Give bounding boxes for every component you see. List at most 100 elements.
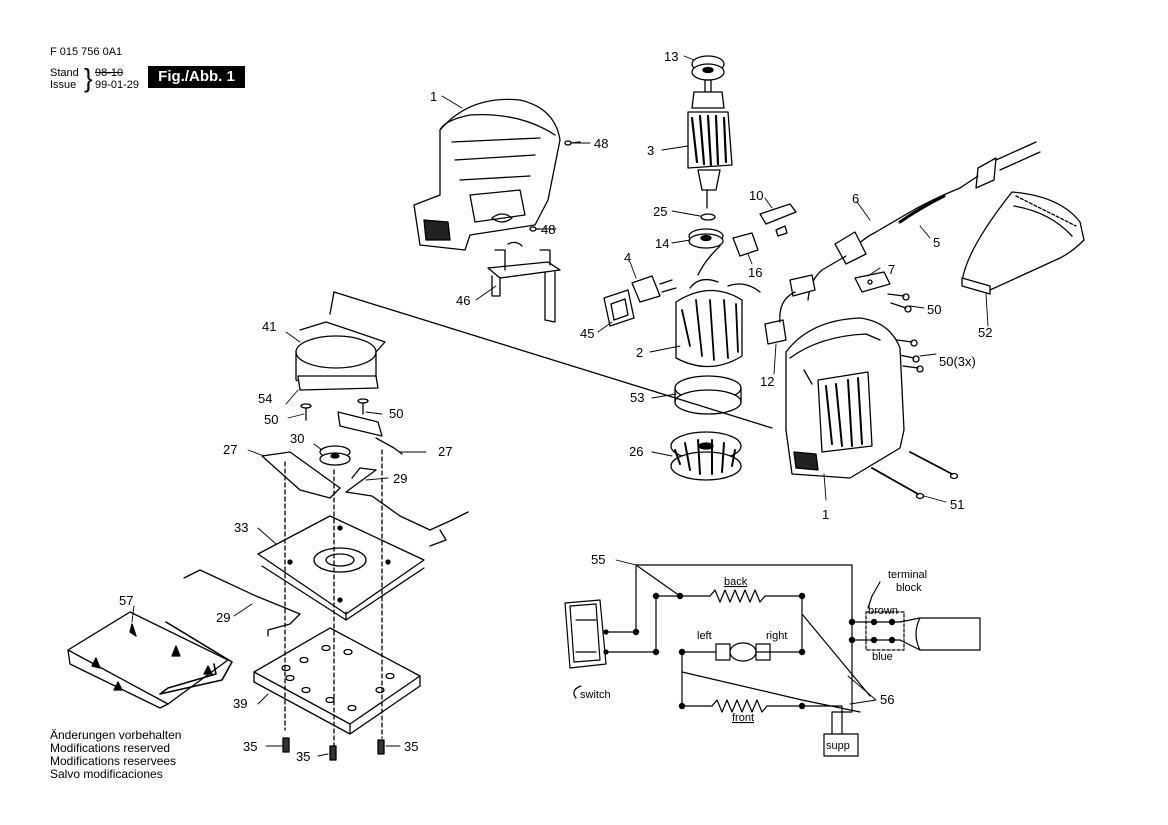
baffle-53 <box>674 375 742 415</box>
label-48b: 48 <box>541 222 555 237</box>
wire-label-supp: supp <box>826 740 850 752</box>
label-1: 1 <box>430 89 437 104</box>
label-50a: 50 <box>927 302 941 317</box>
screw-48-top <box>564 140 581 146</box>
wire-label-switch: switch <box>580 689 611 701</box>
label-50d: 50(3x) <box>939 354 976 369</box>
label-35a: 35 <box>243 739 257 754</box>
bearing-14 <box>688 228 724 249</box>
label-1b: 1 <box>822 507 829 522</box>
label-50b: 50 <box>264 412 278 427</box>
issue-label: Issue <box>50 79 77 91</box>
wiring-labels: back left right front switch terminal bl… <box>580 569 927 752</box>
brace-icon: } <box>84 63 93 93</box>
label-10: 10 <box>749 188 763 203</box>
long-screws-51 <box>871 451 959 500</box>
spring-clip-29-lower <box>183 569 301 637</box>
figure-badge: Fig./Abb. 1 <box>148 66 245 88</box>
label-41: 41 <box>262 319 276 334</box>
dust-bag-52 <box>961 191 1085 295</box>
separator-line <box>333 291 773 429</box>
label-45: 45 <box>580 326 594 341</box>
label-52: 52 <box>978 325 992 340</box>
label-26: 26 <box>629 444 643 459</box>
label-16: 16 <box>748 265 762 280</box>
label-27a: 27 <box>223 442 237 457</box>
stand-value: 98-10 <box>95 67 124 79</box>
label-35c: 35 <box>404 739 418 754</box>
screw-48-bottom <box>529 226 541 232</box>
label-7: 7 <box>888 262 895 277</box>
wire-label-terminal: terminal <box>888 569 927 581</box>
note-de: Änderungen vorbehalten <box>50 728 182 742</box>
label-29b: 29 <box>216 610 230 625</box>
label-4: 4 <box>624 250 631 265</box>
sanding-pad-39 <box>253 627 421 735</box>
label-39: 39 <box>233 696 247 711</box>
label-12: 12 <box>760 374 774 389</box>
cord-clamp-7 <box>854 271 891 293</box>
screws-35 <box>282 737 385 761</box>
wire-label-front: front <box>732 712 754 724</box>
label-33: 33 <box>234 520 248 535</box>
counterweight-54 <box>297 375 379 391</box>
doc-number: F 015 756 0A1 <box>50 46 123 58</box>
washer-25 <box>700 213 716 221</box>
label-13: 13 <box>664 49 678 64</box>
wire-label-right: right <box>766 630 787 642</box>
note-en: Modifications reserved <box>50 741 171 755</box>
switch-cover-45 <box>603 289 635 327</box>
separator-tick <box>329 291 335 315</box>
terminal-block-12 <box>764 274 816 345</box>
part-labels: 1 13 3 48 48 46 10 25 14 4 16 45 2 53 26… <box>119 49 992 764</box>
bracket-part <box>487 241 561 323</box>
note-fr: Modifications reservees <box>50 754 177 768</box>
wire-label-back: back <box>724 576 748 588</box>
label-30: 30 <box>290 431 304 446</box>
dashed-assembly-lines <box>284 449 383 747</box>
stand-label: Stand <box>50 67 79 79</box>
label-57: 57 <box>119 593 133 608</box>
label-53: 53 <box>630 390 644 405</box>
brush-holder-16 <box>697 232 759 276</box>
label-56: 56 <box>880 692 894 707</box>
wire-label-brown: brown <box>868 605 898 617</box>
label-35b: 35 <box>296 749 310 764</box>
label-50c: 50 <box>389 406 403 421</box>
brush-10 <box>759 203 797 237</box>
base-plate-33 <box>257 515 425 621</box>
label-2: 2 <box>636 345 643 360</box>
spring-clip-29-upper <box>345 467 469 547</box>
label-5: 5 <box>933 235 940 250</box>
screws-50-right <box>887 293 924 373</box>
label-6: 6 <box>852 191 859 206</box>
clamp-pad-57 <box>67 611 233 709</box>
label-29a: 29 <box>393 471 407 486</box>
issue-value: 99-01-29 <box>95 79 140 91</box>
support-plate-27 <box>261 411 403 499</box>
wiring-diagram <box>564 564 981 757</box>
label-3: 3 <box>647 143 654 158</box>
label-55: 55 <box>591 552 605 567</box>
label-46: 46 <box>456 293 470 308</box>
bearing-13 <box>691 55 725 81</box>
wire-label-left: left <box>697 630 712 642</box>
fan-26 <box>670 431 742 481</box>
note-es: Salvo modificaciones <box>50 767 163 781</box>
housing-top-part <box>413 98 561 251</box>
switch-4 <box>631 275 677 303</box>
label-27b: 27 <box>438 444 452 459</box>
wire-label-block: block <box>896 582 922 594</box>
bearing-30 <box>319 445 351 466</box>
field-stator-2 <box>675 278 761 368</box>
label-54: 54 <box>258 391 272 406</box>
leader-lines <box>131 55 989 757</box>
label-14: 14 <box>655 236 669 251</box>
modification-notes: Änderungen vorbehalten Modifications res… <box>50 729 181 781</box>
motor-housing-part <box>785 317 905 479</box>
label-48a: 48 <box>594 136 608 151</box>
screws-50-left <box>300 398 369 421</box>
label-25: 25 <box>653 204 667 219</box>
label-51: 51 <box>950 497 964 512</box>
